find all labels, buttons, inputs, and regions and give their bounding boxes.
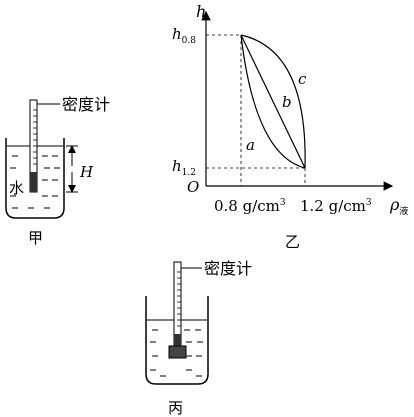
x-tick-left: 0.8 g/cm3 — [214, 197, 286, 215]
curve-c — [240, 34, 306, 169]
beaker-jia — [5, 138, 65, 219]
hydrometer-label-bing: 密度计 — [204, 259, 252, 278]
hydrometer-scale-bing — [177, 271, 181, 327]
curve-b — [240, 34, 306, 169]
hydrometer-weight-bing — [174, 334, 181, 348]
y-tick-top: h0.8 — [172, 25, 196, 46]
curve-a-label: a — [246, 136, 255, 154]
liquid-dashes-bing — [150, 329, 203, 377]
hydrometer-label-jia: 密度计 — [62, 95, 110, 114]
caption-yi: 乙 — [285, 233, 300, 251]
dashed-guides — [206, 34, 306, 186]
figure-bing: 密度计 丙 — [145, 259, 252, 417]
x-tick-right: 1.2 g/cm3 — [300, 197, 372, 215]
caption-bing: 丙 — [168, 399, 183, 417]
liquid-dashes-jia — [10, 155, 60, 209]
depth-label: H — [79, 163, 94, 181]
liquid-label-jia: 水 — [9, 179, 24, 197]
extra-block-bing — [168, 345, 187, 359]
origin-label: O — [187, 178, 199, 196]
figure-jia: 密度计 水 H 甲 — [5, 95, 110, 247]
curve-c-label: c — [298, 70, 307, 88]
curve-a — [240, 34, 306, 169]
caption-jia: 甲 — [28, 229, 43, 247]
x-axis-label: ρ液 — [389, 195, 408, 217]
y-axis-label: h — [196, 2, 206, 21]
hydrometer-scale-jia — [33, 109, 37, 165]
beaker-bing — [145, 296, 209, 385]
hydrometer-weight-jia — [30, 172, 37, 192]
curve-b-label: b — [282, 93, 292, 111]
figure-yi: a b c h O h0.8 h1.2 0.8 g/cm3 1.2 g/cm3 … — [172, 2, 408, 251]
y-tick-bottom: h1.2 — [172, 157, 196, 178]
